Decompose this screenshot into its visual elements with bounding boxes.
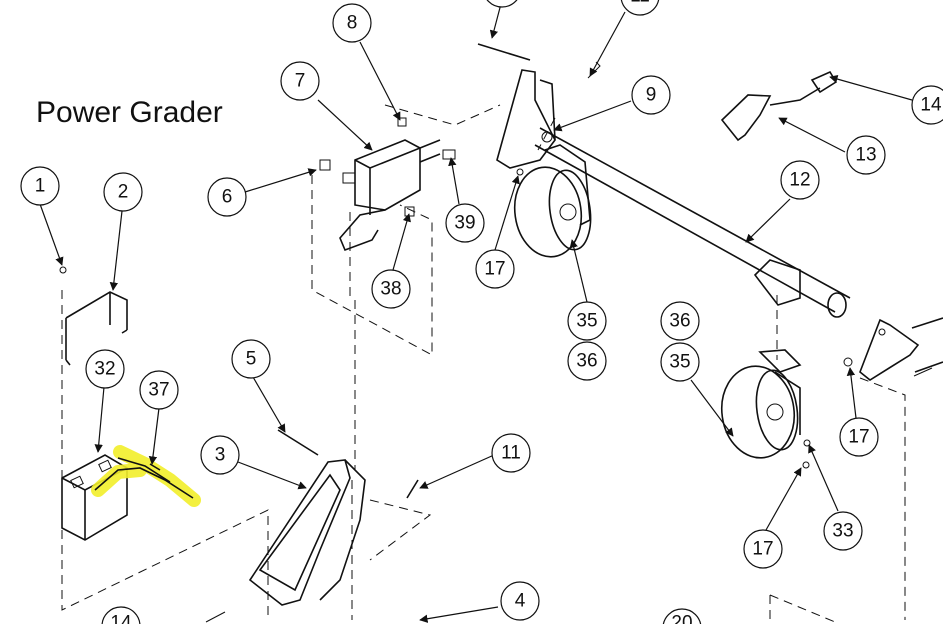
- svg-text:7: 7: [295, 71, 306, 92]
- callout-6: 6: [207, 177, 247, 217]
- callout-39: 39: [445, 203, 485, 243]
- svg-text:35: 35: [576, 311, 597, 332]
- svg-text:11: 11: [501, 443, 521, 464]
- svg-text:17: 17: [752, 539, 773, 560]
- callout-17-c: 17: [743, 529, 783, 569]
- svg-text:33: 33: [832, 521, 853, 542]
- svg-text:12: 12: [789, 170, 810, 191]
- callout-3: 3: [200, 435, 240, 475]
- svg-text:9: 9: [646, 85, 657, 106]
- svg-text:17: 17: [484, 259, 505, 280]
- callout-17-b: 17: [839, 417, 879, 457]
- svg-text:14: 14: [110, 613, 132, 624]
- battery-bracket: [59, 266, 128, 366]
- callout-17-d: 17: [486, 0, 518, 8]
- callout-5: 5: [231, 339, 271, 379]
- svg-text:32: 32: [94, 359, 115, 380]
- wheel-lower: [720, 349, 802, 459]
- callout-7: 7: [280, 61, 320, 101]
- page-title: Power Grader: [36, 96, 223, 129]
- callout-8: 8: [332, 3, 372, 43]
- svg-text:37: 37: [148, 380, 169, 401]
- strap: [720, 70, 838, 142]
- callout-14-bottom: 14: [101, 606, 141, 624]
- svg-text:1: 1: [35, 176, 46, 197]
- side-bracket: [859, 317, 943, 381]
- svg-text:8: 8: [347, 13, 358, 34]
- wiring-harness: [91, 445, 201, 507]
- callout-13: 13: [846, 135, 886, 175]
- svg-text:11: 11: [630, 0, 650, 7]
- svg-text:36: 36: [576, 351, 597, 372]
- callout-2: 2: [103, 172, 143, 212]
- wheel-upper: [513, 144, 592, 258]
- svg-text:36: 36: [669, 311, 690, 332]
- callout-35-upper: 35: [567, 301, 607, 341]
- svg-text:5: 5: [246, 349, 257, 370]
- svg-text:6: 6: [222, 187, 233, 208]
- callout-37: 37: [139, 370, 179, 410]
- callout-35-lower: 35: [660, 342, 700, 382]
- callout-11-lower: 11: [491, 433, 531, 473]
- assembly-guide-lines: [61, 104, 906, 623]
- callout-36-lower: 36: [660, 301, 700, 341]
- svg-text:2: 2: [118, 182, 129, 203]
- callout-38: 38: [371, 269, 411, 309]
- callout-36-upper: 36: [567, 341, 607, 381]
- hardware-bits: [205, 61, 933, 623]
- callout-bubbles: 1 2 3 4 5 6 7 8 9 11 11 12 13 14 14 17 1…: [20, 0, 943, 624]
- callout-33: 33: [823, 511, 863, 551]
- svg-text:38: 38: [380, 279, 401, 300]
- callout-32: 32: [85, 349, 125, 389]
- svg-text:39: 39: [454, 213, 475, 234]
- callout-17-a: 17: [475, 249, 515, 289]
- svg-text:4: 4: [515, 591, 526, 612]
- callout-9: 9: [631, 75, 671, 115]
- callout-14-right: 14: [911, 85, 943, 125]
- callout-12: 12: [780, 160, 820, 200]
- callout-11-top: 11: [620, 0, 660, 16]
- linear-actuator: [319, 117, 456, 252]
- svg-text:14: 14: [920, 95, 942, 116]
- leader-lines: [39, 0, 913, 623]
- svg-text:35: 35: [669, 352, 690, 373]
- svg-text:3: 3: [215, 445, 226, 466]
- callout-4: 4: [500, 581, 540, 621]
- lower-frame: [248, 429, 419, 606]
- svg-text:20: 20: [671, 613, 692, 624]
- callout-20: 20: [662, 608, 702, 624]
- main-beam: [534, 127, 851, 318]
- callout-1: 1: [20, 166, 60, 206]
- upper-mount-plate: [477, 43, 556, 169]
- svg-text:17: 17: [848, 427, 869, 448]
- svg-text:13: 13: [855, 145, 876, 166]
